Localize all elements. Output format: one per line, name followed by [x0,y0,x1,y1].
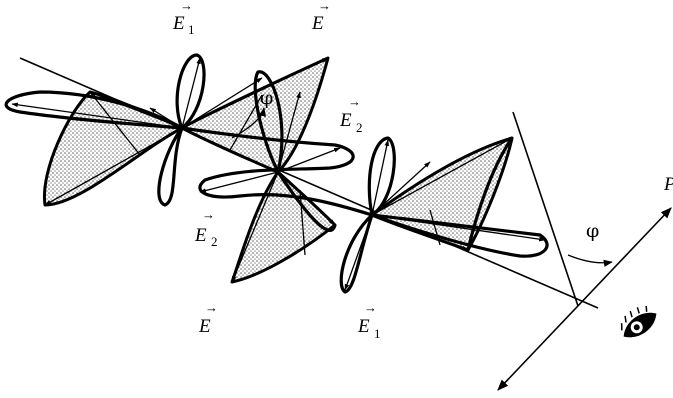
wave-big-lobe-3 [466,137,514,251]
e-top-label: E [311,13,324,34]
e1-top-arrow: → [180,0,193,13]
e1-bottom-label: E [357,316,370,337]
e2-mid-label: E [339,110,352,131]
lobe-left-lower [42,90,184,207]
lobe-top-right [180,56,330,174]
eye-icon [620,305,657,338]
e2-left-label: E [194,225,207,246]
field-vectors [11,57,546,291]
e-bottom-label: E [198,316,211,337]
phi-arc-top [231,107,266,139]
p-edge-label: P [663,174,673,195]
phi-right-label: φ [586,220,599,242]
e2-left-arrow: → [202,207,215,222]
e-top-arrow: → [318,0,331,13]
wave-big-lobe-1 [253,70,284,173]
wave-curves [4,53,549,294]
labels: → E 1 → E → E 2 → E 2 → E → E 1 φ φ P [172,0,673,341]
e-bottom-arrow: → [205,300,218,315]
e2-mid-subscript: 2 [356,120,363,135]
e2-mid-arrow: → [348,94,361,109]
wave-big-lobe-2 [276,171,337,232]
phi-top-label: φ [260,87,273,109]
e1-bottom-subscript: 1 [374,326,381,341]
e1-top-label: E [172,13,185,34]
lobe-center-lower [230,170,337,284]
e2-left-subscript: 2 [211,234,218,249]
e1-bottom-arrow: → [364,300,377,315]
wave-horizontal-2 [181,126,373,217]
wave-horizontal-1 [4,90,183,130]
observer-axes [497,111,672,391]
e1-top-subscript: 1 [188,22,195,37]
